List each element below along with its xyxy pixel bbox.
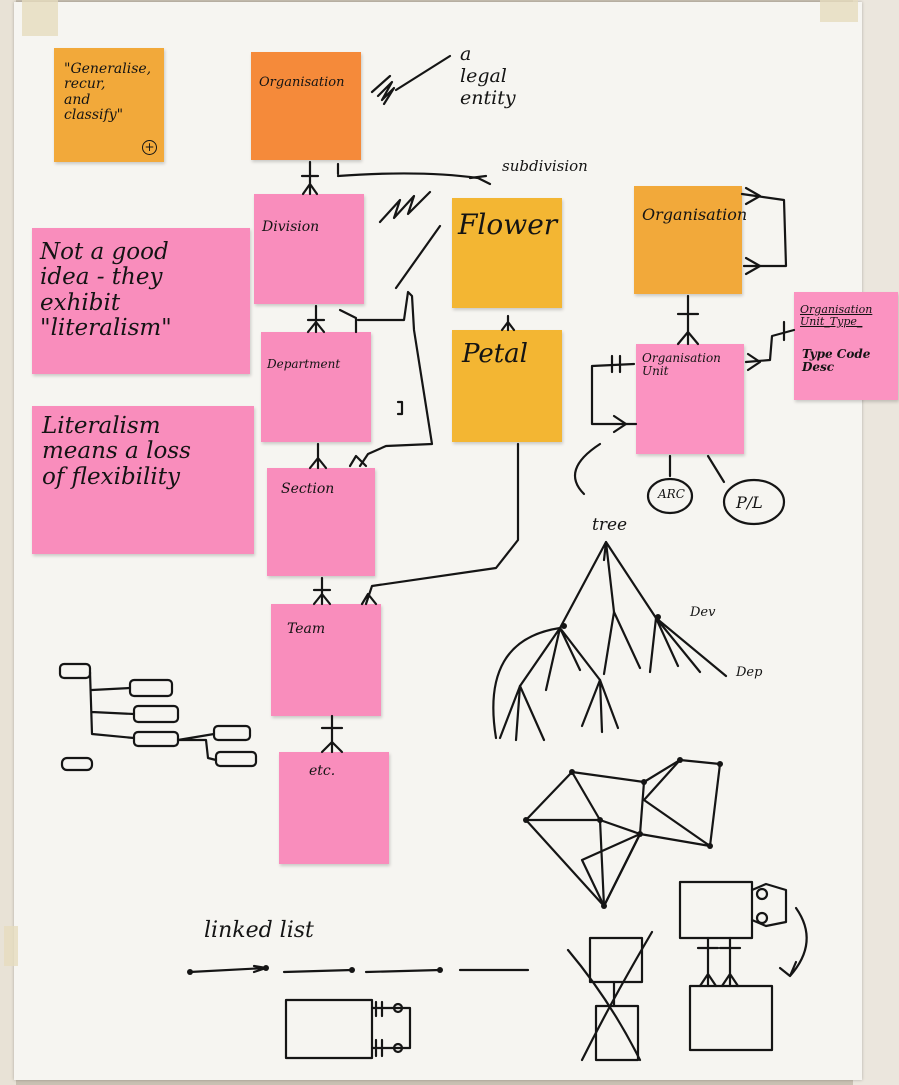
subdivision-link — [336, 172, 492, 186]
tape-top-right — [820, 0, 858, 22]
relation-section-team — [312, 442, 520, 606]
label-dev: Dev — [690, 605, 716, 620]
label-tree: tree — [592, 515, 628, 535]
self-relation-boxes-sketch — [678, 880, 808, 1052]
crossed-out-sketch — [566, 930, 654, 1062]
organisation-self-relation — [676, 186, 788, 346]
tape-top-left — [22, 0, 58, 36]
note-organisation-right-text: Organisation — [642, 205, 748, 224]
dept-bracket — [396, 400, 404, 416]
note-unit-type-title: Organisation Unit_Type_ — [800, 303, 873, 329]
note-team-text: Team — [287, 621, 326, 637]
wall-left — [0, 0, 16, 1085]
relation-division-department — [306, 290, 434, 468]
label-subdivision: subdivision — [502, 157, 588, 175]
note-organisation-top: Organisation — [251, 52, 361, 160]
relation-team-etc — [320, 714, 344, 754]
tree-sketch — [492, 540, 728, 742]
label-dep: Dep — [736, 665, 763, 680]
note-flower-text: Flower — [458, 208, 558, 241]
note-organisation-right: Organisation — [634, 186, 747, 294]
org-unit-links — [668, 454, 726, 484]
note-etc-text: etc. — [309, 763, 336, 779]
note-team: Team — [271, 604, 381, 716]
note-division-text: Division — [262, 219, 320, 235]
note-flower: Flower — [452, 198, 562, 308]
note-section-text: Section — [281, 481, 335, 497]
note-unit-type: Organisation Unit_Type_ Type Code Desc — [794, 292, 898, 400]
pl-circle — [722, 478, 786, 526]
note-section: Section — [267, 468, 375, 576]
note-organisation-unit: Organisation Unit — [636, 344, 744, 454]
note-organisation-top-text: Organisation — [259, 75, 345, 90]
relation-flower-petal — [500, 314, 516, 332]
note-organisation-unit-text: Organisation Unit — [642, 351, 721, 379]
note-not-a-good-idea: Not a good idea - they exhibit "literali… — [32, 228, 250, 374]
note-literalism-text: Literalism means a loss of flexibility — [42, 413, 191, 490]
note-generalise: "Generalise, recur, and classify" + — [54, 48, 164, 162]
relation-department-section — [308, 442, 328, 470]
legal-entity-pointer — [370, 54, 452, 106]
note-department: Department — [261, 332, 371, 442]
note-literalism: Literalism means a loss of flexibility — [32, 406, 254, 554]
note-etc: etc. — [279, 752, 389, 864]
tape-left — [4, 926, 18, 966]
note-generalise-text: "Generalise, recur, and classify" — [64, 61, 152, 124]
note-department-text: Department — [267, 357, 341, 371]
note-petal-text: Petal — [462, 339, 528, 369]
linked-list-sketch — [187, 964, 530, 1060]
note-unit-type-fields: Type Code Desc — [802, 347, 871, 375]
nested-boxes-sketch — [58, 662, 258, 772]
note-generalise-mark: + — [142, 140, 157, 155]
org-unit-self-loop — [574, 354, 638, 496]
label-legal-entity: a legal entity — [460, 43, 516, 109]
network-graph — [523, 757, 723, 909]
label-arc: ARC — [658, 487, 685, 501]
diagonal-stroke — [394, 224, 442, 290]
note-division: Division — [254, 194, 364, 304]
arc-circle — [646, 477, 694, 515]
label-pl: P/L — [736, 493, 763, 512]
relation-unit-type — [744, 320, 796, 372]
label-linked-list: linked list — [204, 918, 314, 943]
note-not-a-good-idea-text: Not a good idea - they exhibit "literali… — [40, 239, 172, 341]
squiggle-division — [378, 190, 432, 224]
relation-org-division — [300, 160, 340, 196]
note-petal: Petal — [452, 330, 562, 442]
